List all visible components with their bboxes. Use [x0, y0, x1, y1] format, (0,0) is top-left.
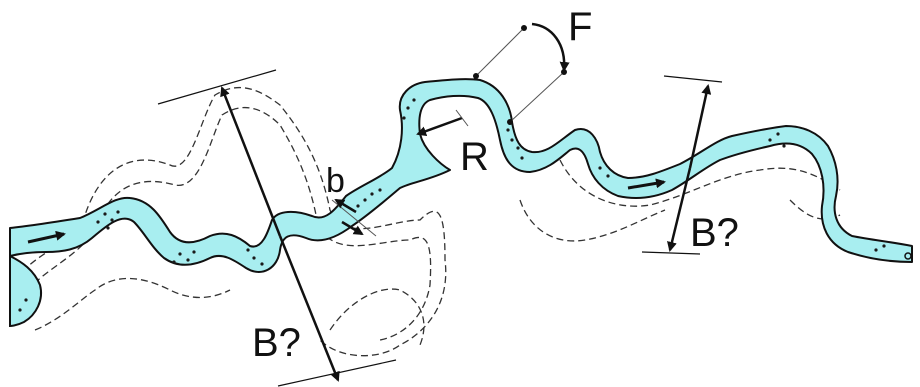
belt-left-arrow-up	[222, 88, 280, 236]
tangent-line-2	[510, 72, 564, 122]
force-curved-arrow	[532, 24, 564, 70]
radius-tick	[456, 110, 468, 126]
tangent-point-1	[473, 73, 479, 79]
label-belt-left: B?	[252, 321, 301, 365]
belt-right-top-tick	[664, 76, 722, 82]
tangent-line-1	[476, 28, 524, 76]
pivot-point-1	[521, 25, 527, 31]
tangent-point-2	[507, 119, 513, 125]
radius-line	[418, 118, 462, 134]
belt-outline-mid-low	[330, 289, 424, 345]
force-annotation	[473, 24, 567, 125]
label-force: F	[568, 5, 592, 49]
radius-annotation	[418, 110, 468, 134]
belt-outline-left-low	[35, 278, 230, 330]
channel-lower-left-extension	[10, 256, 41, 326]
pivot-point-2	[561, 69, 567, 75]
belt-left-top-tick	[158, 70, 276, 104]
label-width: b	[326, 162, 345, 200]
label-belt-right: B?	[690, 211, 739, 255]
label-radius: R	[460, 135, 489, 179]
